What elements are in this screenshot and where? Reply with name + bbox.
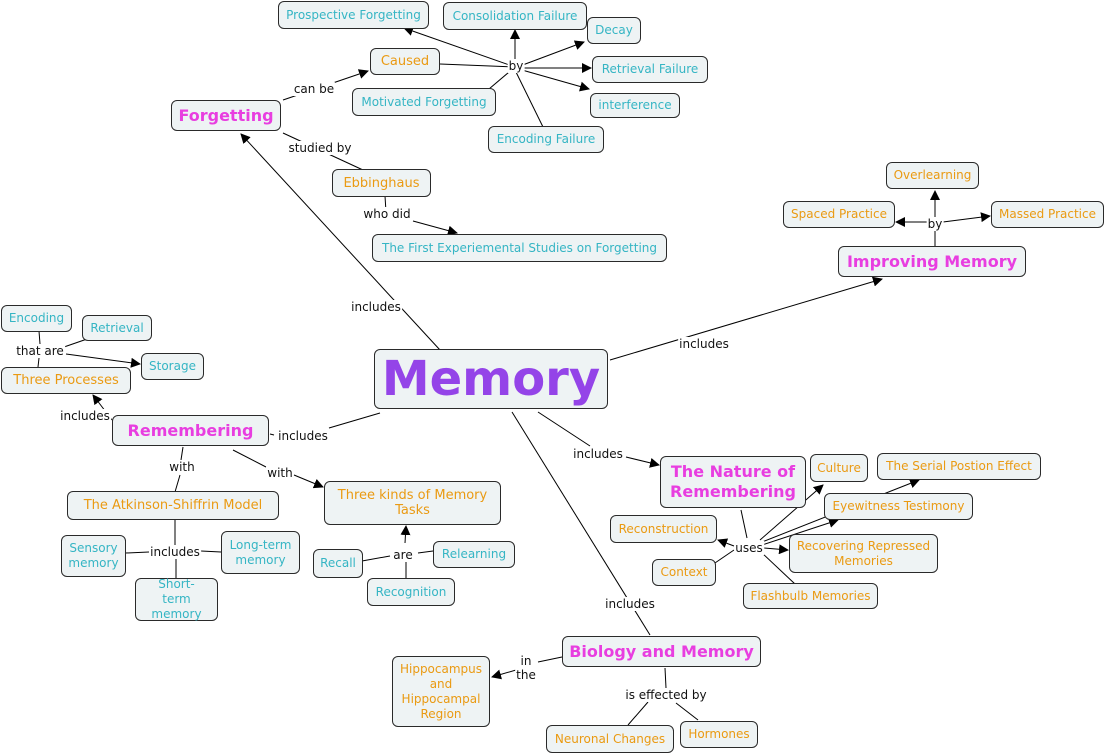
label-by-improving: by — [926, 217, 944, 231]
link-memory-forgetting — [240, 133, 441, 351]
link-by-decay — [519, 40, 585, 67]
nature-of-remembering-node[interactable]: The Nature of Remembering — [660, 456, 806, 508]
link-remembering-with-tasks — [232, 449, 267, 468]
label-are-tasks: are — [392, 548, 414, 562]
link-effected-hormones — [675, 702, 699, 721]
interference-node[interactable]: interference — [590, 93, 680, 118]
improving-memory-node[interactable]: Improving Memory — [838, 246, 1026, 277]
label-who-did: who did — [362, 207, 412, 221]
label-includes-model: includes — [149, 545, 201, 559]
long-term-memory-node[interactable]: Long-term memory — [221, 531, 300, 574]
hippocampus-node[interactable]: Hippocampus and Hippocampal Region — [392, 656, 490, 727]
spaced-practice-node[interactable]: Spaced Practice — [783, 201, 895, 228]
relearning-node[interactable]: Relearning — [433, 541, 515, 568]
link-biology-inthe — [537, 656, 563, 663]
caused-node[interactable]: Caused — [370, 48, 440, 75]
three-kinds-node[interactable]: Three kinds of Memory Tasks — [324, 481, 501, 525]
link-uses-reconstruction — [717, 538, 735, 548]
context-node[interactable]: Context — [652, 559, 716, 586]
link-whodid-studies — [412, 220, 458, 236]
remembering-node[interactable]: Remembering — [112, 415, 269, 446]
link-includes-nature — [625, 456, 660, 468]
link-thatare-encoding — [38, 330, 41, 345]
encoding-failure-node[interactable]: Encoding Failure — [488, 126, 604, 153]
flashbulb-node[interactable]: Flashbulb Memories — [743, 583, 878, 609]
link-inthe-hippocampus — [491, 669, 517, 680]
atkinson-shiffrin-node[interactable]: The Atkinson-Shiffrin Model — [67, 491, 279, 520]
link-includes-sensory — [125, 551, 150, 554]
label-includes-biology: includes — [604, 597, 656, 611]
link-memory-improving — [609, 276, 883, 361]
recovering-repressed-node[interactable]: Recovering Repressed Memories — [789, 534, 938, 573]
reconstruction-node[interactable]: Reconstruction — [610, 515, 717, 543]
label-includes-nature: includes — [572, 447, 624, 461]
label-uses: uses — [734, 541, 764, 555]
link-by-massed — [942, 212, 991, 223]
label-can-be: can be — [292, 82, 336, 96]
three-processes-node[interactable]: Three Processes — [1, 367, 131, 394]
link-effected-neuronal — [627, 701, 649, 726]
link-by-prospective — [403, 26, 516, 68]
label-is-effected-by: is effected by — [624, 688, 708, 702]
label-includes-improving: includes — [678, 337, 730, 351]
label-with-tasks: with — [266, 466, 294, 480]
link-by-interference — [521, 69, 590, 92]
decay-node[interactable]: Decay — [587, 17, 641, 44]
link-uses-culture — [759, 484, 824, 541]
ebbinghaus-node[interactable]: Ebbinghaus — [332, 169, 431, 197]
sensory-memory-node[interactable]: Sensory memory — [61, 535, 126, 577]
label-includes-forgetting: includes — [350, 300, 402, 314]
prospective-forgetting-node[interactable]: Prospective Forgetting — [278, 1, 429, 29]
label-that-are: that are — [15, 344, 65, 358]
label-with-model: with — [168, 460, 196, 474]
link-memory-remembering — [328, 412, 381, 429]
link-tasks-are — [400, 525, 411, 544]
link-are-relearning — [417, 550, 434, 554]
biology-memory-node[interactable]: Biology and Memory — [562, 636, 761, 667]
serial-position-node[interactable]: The Serial Postion Effect — [877, 453, 1041, 480]
eyewitness-node[interactable]: Eyewitness Testimony — [824, 493, 973, 520]
link-memory-includes-nature — [537, 411, 591, 447]
label-includes-remembering: includes — [277, 429, 329, 443]
massed-practice-node[interactable]: Massed Practice — [991, 201, 1104, 228]
first-studies-node[interactable]: The First Experiemental Studies on Forge… — [372, 234, 667, 262]
memory-node[interactable]: Memory — [374, 349, 608, 409]
link-with-model — [174, 474, 181, 493]
label-includes-three-processes: includes — [59, 409, 111, 423]
motivated-forgetting-node[interactable]: Motivated Forgetting — [352, 88, 496, 116]
neuronal-changes-node[interactable]: Neuronal Changes — [546, 725, 674, 753]
retrieval-failure-node[interactable]: Retrieval Failure — [592, 56, 708, 83]
link-biology-effected — [664, 667, 667, 689]
label-studied-by: studied by — [287, 141, 353, 155]
label-in-the: in the — [515, 654, 537, 682]
link-are-recall — [361, 555, 391, 562]
link-uses-eyewitness — [761, 518, 839, 546]
link-with-tasks — [293, 474, 324, 489]
forgetting-node[interactable]: Forgetting — [171, 100, 281, 131]
link-by-encoding-failure — [514, 69, 544, 128]
culture-node[interactable]: Culture — [810, 454, 868, 482]
link-includes-longterm — [200, 550, 222, 553]
short-term-memory-node[interactable]: Short-term memory — [135, 577, 218, 621]
retrieval-node[interactable]: Retrieval — [82, 315, 152, 341]
link-includes-remembering — [269, 433, 275, 436]
link-uses-flashbulb — [761, 552, 796, 585]
link-processes-thatare — [37, 357, 40, 368]
consolidation-failure-node[interactable]: Consolidation Failure — [443, 2, 587, 30]
encoding-node[interactable]: Encoding — [1, 305, 72, 332]
recall-node[interactable]: Recall — [313, 549, 363, 578]
link-thatare-storage — [65, 353, 141, 368]
hormones-node[interactable]: Hormones — [680, 721, 758, 748]
link-nature-uses — [740, 509, 748, 539]
link-caused-by — [439, 63, 516, 68]
link-uses-recovering — [763, 544, 789, 555]
label-by-forgetting: by — [507, 59, 525, 73]
storage-node[interactable]: Storage — [141, 353, 204, 380]
recognition-node[interactable]: Recognition — [367, 578, 455, 606]
overlearning-node[interactable]: Overlearning — [886, 162, 979, 189]
link-remembering-with-model — [180, 446, 184, 461]
